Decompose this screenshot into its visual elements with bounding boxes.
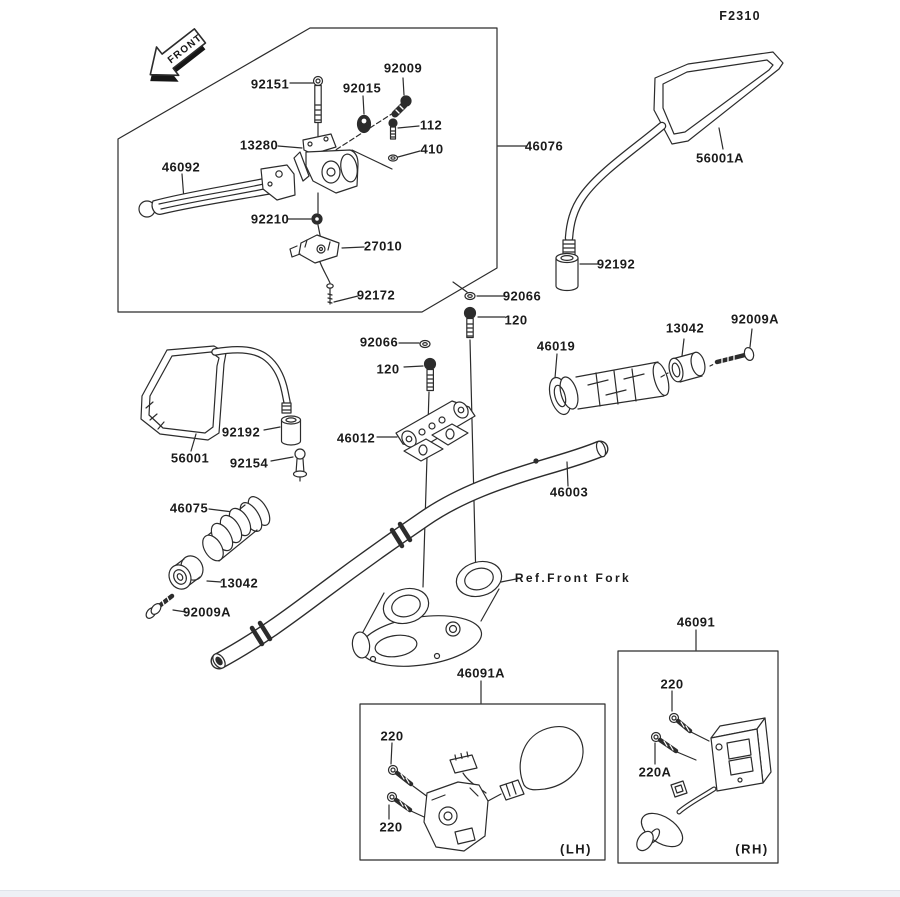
rh-caption: (RH) [735,841,769,857]
part-label-92192-right: 92192 [596,256,636,272]
part-label-27010: 27010 [363,238,403,254]
grommet-92015 [356,95,372,134]
part-label-92151: 92151 [250,76,290,92]
mirror-right-56001A [562,51,784,257]
part-label-92192-left: 92192 [221,424,261,440]
part-label-92172: 92172 [356,287,396,303]
washer-92066-upper [464,291,506,301]
bolt-92151 [289,75,324,124]
mirror-left-56001 [140,345,292,452]
part-label-13042-right: 13042 [665,320,705,336]
bolt-92009A-left [145,593,187,619]
bolt-120-left [403,357,437,588]
triple-clamp-front-fork [351,560,522,667]
handlebar-holder-46012 [376,400,476,462]
part-label-92066-upper: 92066 [502,288,542,304]
rh-switch-box [617,629,779,864]
lh-caption: (LH) [560,841,592,857]
part-label-92066-left: 92066 [359,334,399,350]
throttle-grip-46019 [548,353,670,416]
nut-92210 [287,213,323,225]
part-label-220-lh-1: 220 [380,728,404,744]
part-label-92015: 92015 [342,80,382,96]
part-label-92210: 92210 [250,211,290,227]
part-label-56001: 56001 [170,450,210,466]
part-label-46019: 46019 [536,338,576,354]
ref-front-fork-label: Ref.Front Fork [514,571,632,585]
part-label-120-left: 120 [376,361,400,377]
handlebar-46003 [210,440,609,670]
part-label-13042-left: 13042 [219,575,259,591]
part-label-46012: 46012 [336,430,376,446]
part-label-92009A-right: 92009A [731,311,779,327]
collar-13042-left [168,555,222,590]
part-label-56001A: 56001A [696,150,744,166]
collar-92192-right [555,252,599,292]
part-label-92009: 92009 [383,60,423,76]
switch-27010 [289,234,365,284]
part-label-92154: 92154 [229,455,269,471]
part-label-220-rh: 220 [660,676,684,692]
bolt-112 [388,118,420,140]
detail-box-lever-assembly [117,27,528,313]
washer-410 [387,150,421,162]
bolt-92009 [391,77,412,118]
adjuster-92154 [270,448,308,482]
collar-92192-left [263,415,302,446]
part-label-92009A-left: 92009A [183,604,231,620]
washer-92066-left [398,339,431,349]
part-label-112: 112 [419,117,443,133]
part-label-46003: 46003 [549,484,589,500]
collar-13042-right [660,338,706,383]
part-label-46075: 46075 [169,500,209,516]
front-direction-arrow: FRONT [149,28,207,82]
part-label-46091: 46091 [676,614,716,630]
part-label-46076: 46076 [524,138,564,154]
lh-switch-box [359,680,606,861]
part-label-220-lh-2: 220 [379,819,403,835]
bolt-120-upper [463,306,506,583]
page-bottom-edge [0,890,900,897]
lever-holder-13280 [277,133,359,194]
part-label-46092: 46092 [161,159,201,175]
grip-46075 [202,496,271,562]
part-label-220A: 220A [638,764,672,780]
bolt-92009A-right [709,328,755,367]
part-label-46091A: 46091A [457,665,505,681]
screw-92172 [326,283,359,305]
part-label-13280: 13280 [239,137,279,153]
part-label-410: 410 [420,141,444,157]
part-label-f2310: F2310 [719,9,761,23]
part-label-120-upper: 120 [504,312,528,328]
clutch-lever-46092 [138,164,296,218]
